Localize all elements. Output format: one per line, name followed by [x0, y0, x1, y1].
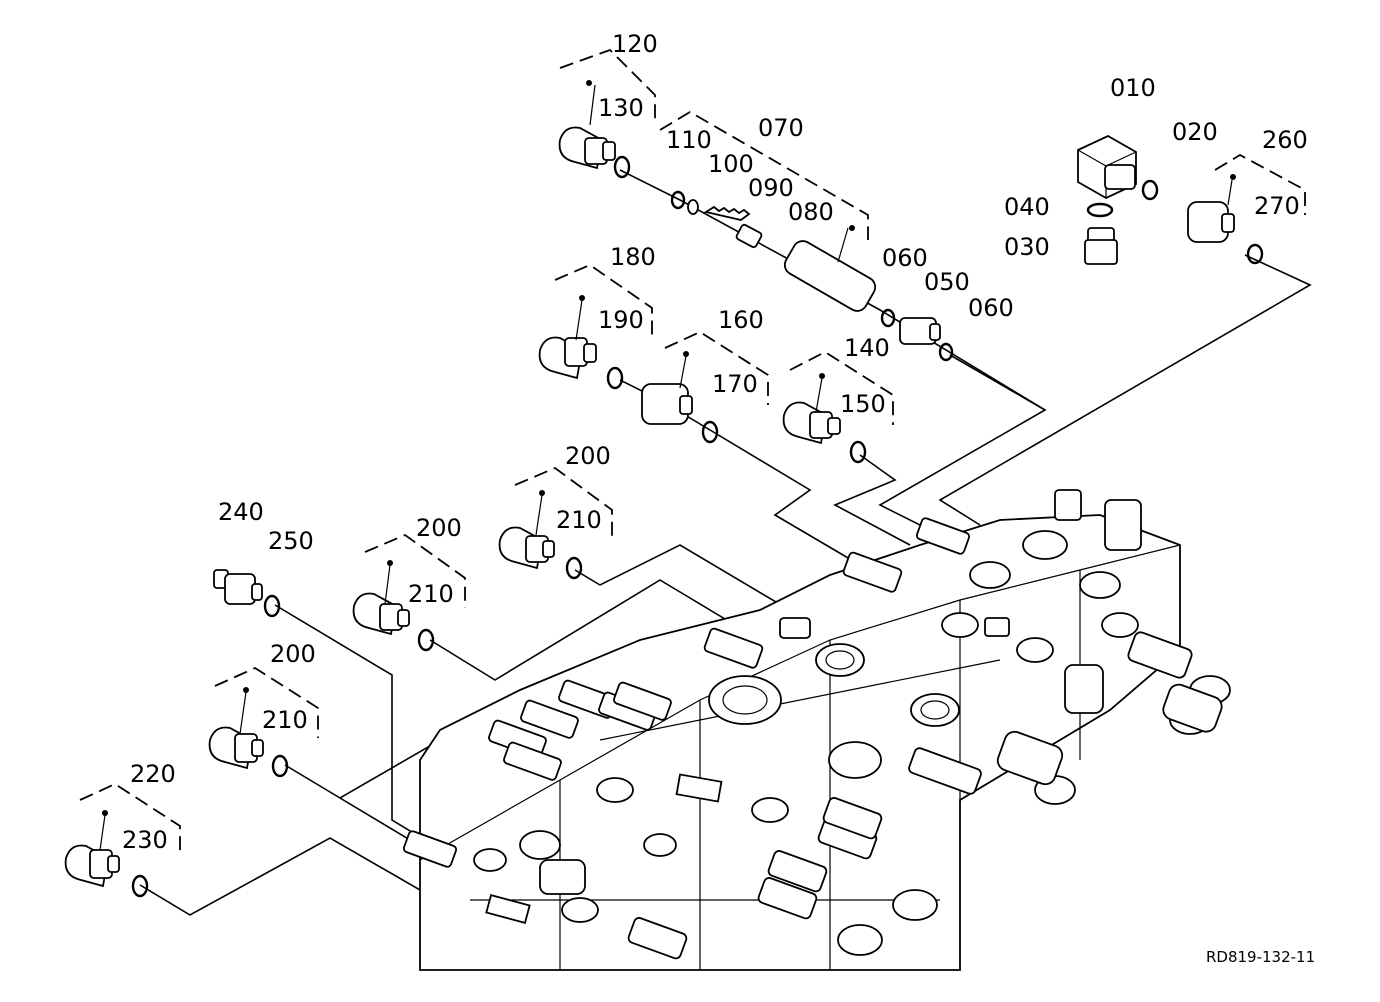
- label-230: 230: [122, 826, 168, 854]
- o-ring-040: [1086, 202, 1114, 218]
- label-090: 090: [748, 174, 794, 202]
- o-ring-170: [701, 420, 719, 444]
- label-210b: 210: [408, 580, 454, 608]
- o-ring-210b: [417, 628, 435, 652]
- label-200b: 200: [416, 514, 462, 542]
- o-ring-250: [263, 594, 281, 618]
- elbow-fitting-180: [538, 299, 597, 380]
- adapter-030: [1084, 227, 1118, 265]
- elbow-fitting-200a: [498, 494, 555, 570]
- washer-100: [687, 199, 699, 215]
- cap-160: [641, 355, 693, 425]
- plug-240: [213, 569, 263, 605]
- ring-110: [670, 190, 686, 210]
- label-040: 040: [1004, 193, 1050, 221]
- label-240: 240: [218, 498, 264, 526]
- plug-050: [899, 317, 941, 345]
- o-ring-230: [131, 874, 149, 898]
- elbow-fitting-200b: [352, 564, 410, 636]
- o-ring-150: [849, 440, 867, 464]
- label-110: 110: [666, 126, 712, 154]
- label-120: 120: [612, 30, 658, 58]
- cap-260: [1187, 179, 1235, 243]
- o-ring-060: [880, 308, 896, 328]
- label-210a: 210: [556, 506, 602, 534]
- elbow-fitting-120: [558, 84, 616, 170]
- o-ring-270: [1246, 243, 1264, 265]
- label-270: 270: [1254, 192, 1300, 220]
- label-100: 100: [708, 150, 754, 178]
- group-brackets: [79, 48, 1306, 856]
- label-210c: 210: [262, 706, 308, 734]
- drawing-code: RD819-132-11: [1206, 948, 1315, 966]
- o-ring-020: [1141, 179, 1159, 201]
- label-140: 140: [844, 334, 890, 362]
- o-ring-210a: [565, 556, 583, 580]
- control-valve-body: [402, 489, 1231, 971]
- label-170: 170: [712, 370, 758, 398]
- label-060b: 060: [968, 294, 1014, 322]
- label-180: 180: [610, 243, 656, 271]
- label-200c: 200: [270, 640, 316, 668]
- label-200a: 200: [565, 442, 611, 470]
- label-070: 070: [758, 114, 804, 142]
- elbow-fitting-140: [782, 377, 841, 445]
- label-030: 030: [1004, 233, 1050, 261]
- spring-090: [703, 205, 751, 221]
- poppet-080: [735, 223, 763, 249]
- part-labels: 120 130 070 110 100 090 080 060 050 060 …: [122, 30, 1308, 854]
- o-ring-130: [613, 155, 631, 179]
- label-190: 190: [598, 306, 644, 334]
- o-ring-060b: [938, 342, 954, 362]
- label-080: 080: [788, 198, 834, 226]
- label-160: 160: [718, 306, 764, 334]
- parts: [64, 80, 1264, 898]
- label-260: 260: [1262, 126, 1308, 154]
- label-220: 220: [130, 760, 176, 788]
- label-020: 020: [1172, 118, 1218, 146]
- label-150: 150: [840, 390, 886, 418]
- o-ring-210c: [271, 754, 289, 778]
- label-050: 050: [924, 268, 970, 296]
- label-130: 130: [598, 94, 644, 122]
- label-060a: 060: [882, 244, 928, 272]
- o-ring-190: [606, 366, 624, 390]
- label-010: 010: [1110, 74, 1156, 102]
- label-250: 250: [268, 527, 314, 555]
- elbow-fitting-220: [64, 814, 120, 888]
- sleeve-070: [783, 227, 877, 312]
- solenoid-block-010: [1077, 134, 1137, 200]
- elbow-fitting-200c: [208, 691, 264, 770]
